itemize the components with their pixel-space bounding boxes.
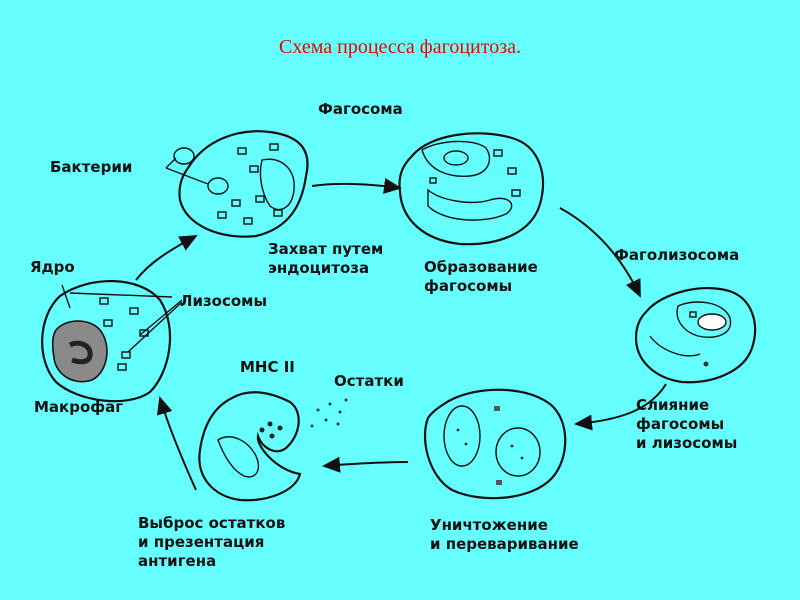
capture-cell <box>165 130 309 238</box>
lysosome-vesicle <box>103 319 113 327</box>
label-release: Выброс остатков и презентация антигена <box>138 514 286 570</box>
label-phagolysosome: Фаголизосома <box>614 246 740 264</box>
nucleus-inner <box>68 340 93 365</box>
lysosome-pointer <box>69 292 173 298</box>
release-cell <box>198 391 348 502</box>
lysosome-pointer <box>127 301 183 353</box>
nucleus-shape <box>51 320 108 383</box>
label-mhc: MHC II <box>240 358 295 376</box>
label-remains: Остатки <box>334 372 404 390</box>
arrow-fusion-to-destruction <box>574 383 667 431</box>
lysosome-vesicle <box>99 297 109 305</box>
nucleus-pointer <box>61 284 71 309</box>
bacterium-shape <box>443 150 469 166</box>
bacterium-shape <box>207 177 229 195</box>
label-lysosomes: Лизосомы <box>180 292 268 310</box>
lysosome-vesicle <box>129 307 139 315</box>
label-destruction: Уничтожение и переваривание <box>430 516 579 553</box>
lysosome-vesicle <box>121 351 131 359</box>
macrophage-cell <box>41 279 183 403</box>
fusion-cell <box>634 287 757 384</box>
label-capture: Захват путем эндоцитоза <box>268 240 384 277</box>
label-macrophage: Макрофаг <box>34 398 124 416</box>
lysosome-pointer <box>139 299 183 336</box>
page-title: Схема процесса фагоцитоза. <box>279 36 521 58</box>
label-formation: Образование фагосомы <box>424 258 538 295</box>
label-phagosome: Фагосома <box>318 100 403 118</box>
arrow-macrophage-to-capture <box>135 235 198 281</box>
label-bacteria: Бактерии <box>50 158 133 176</box>
destruction-cell <box>424 388 567 500</box>
bacterium-shape <box>173 147 195 165</box>
label-nucleus: Ядро <box>30 258 75 276</box>
label-fusion: Слияние фагосомы и лизосомы <box>636 396 738 452</box>
arrow-destruction-to-release <box>322 456 409 473</box>
arrow-capture-to-formation <box>311 177 402 194</box>
phagosome-formation-cell <box>398 132 544 246</box>
lysosome-vesicle <box>117 363 127 371</box>
arrow-formation-to-fusion <box>559 207 641 298</box>
arrow-release-to-macrophage <box>156 396 197 491</box>
